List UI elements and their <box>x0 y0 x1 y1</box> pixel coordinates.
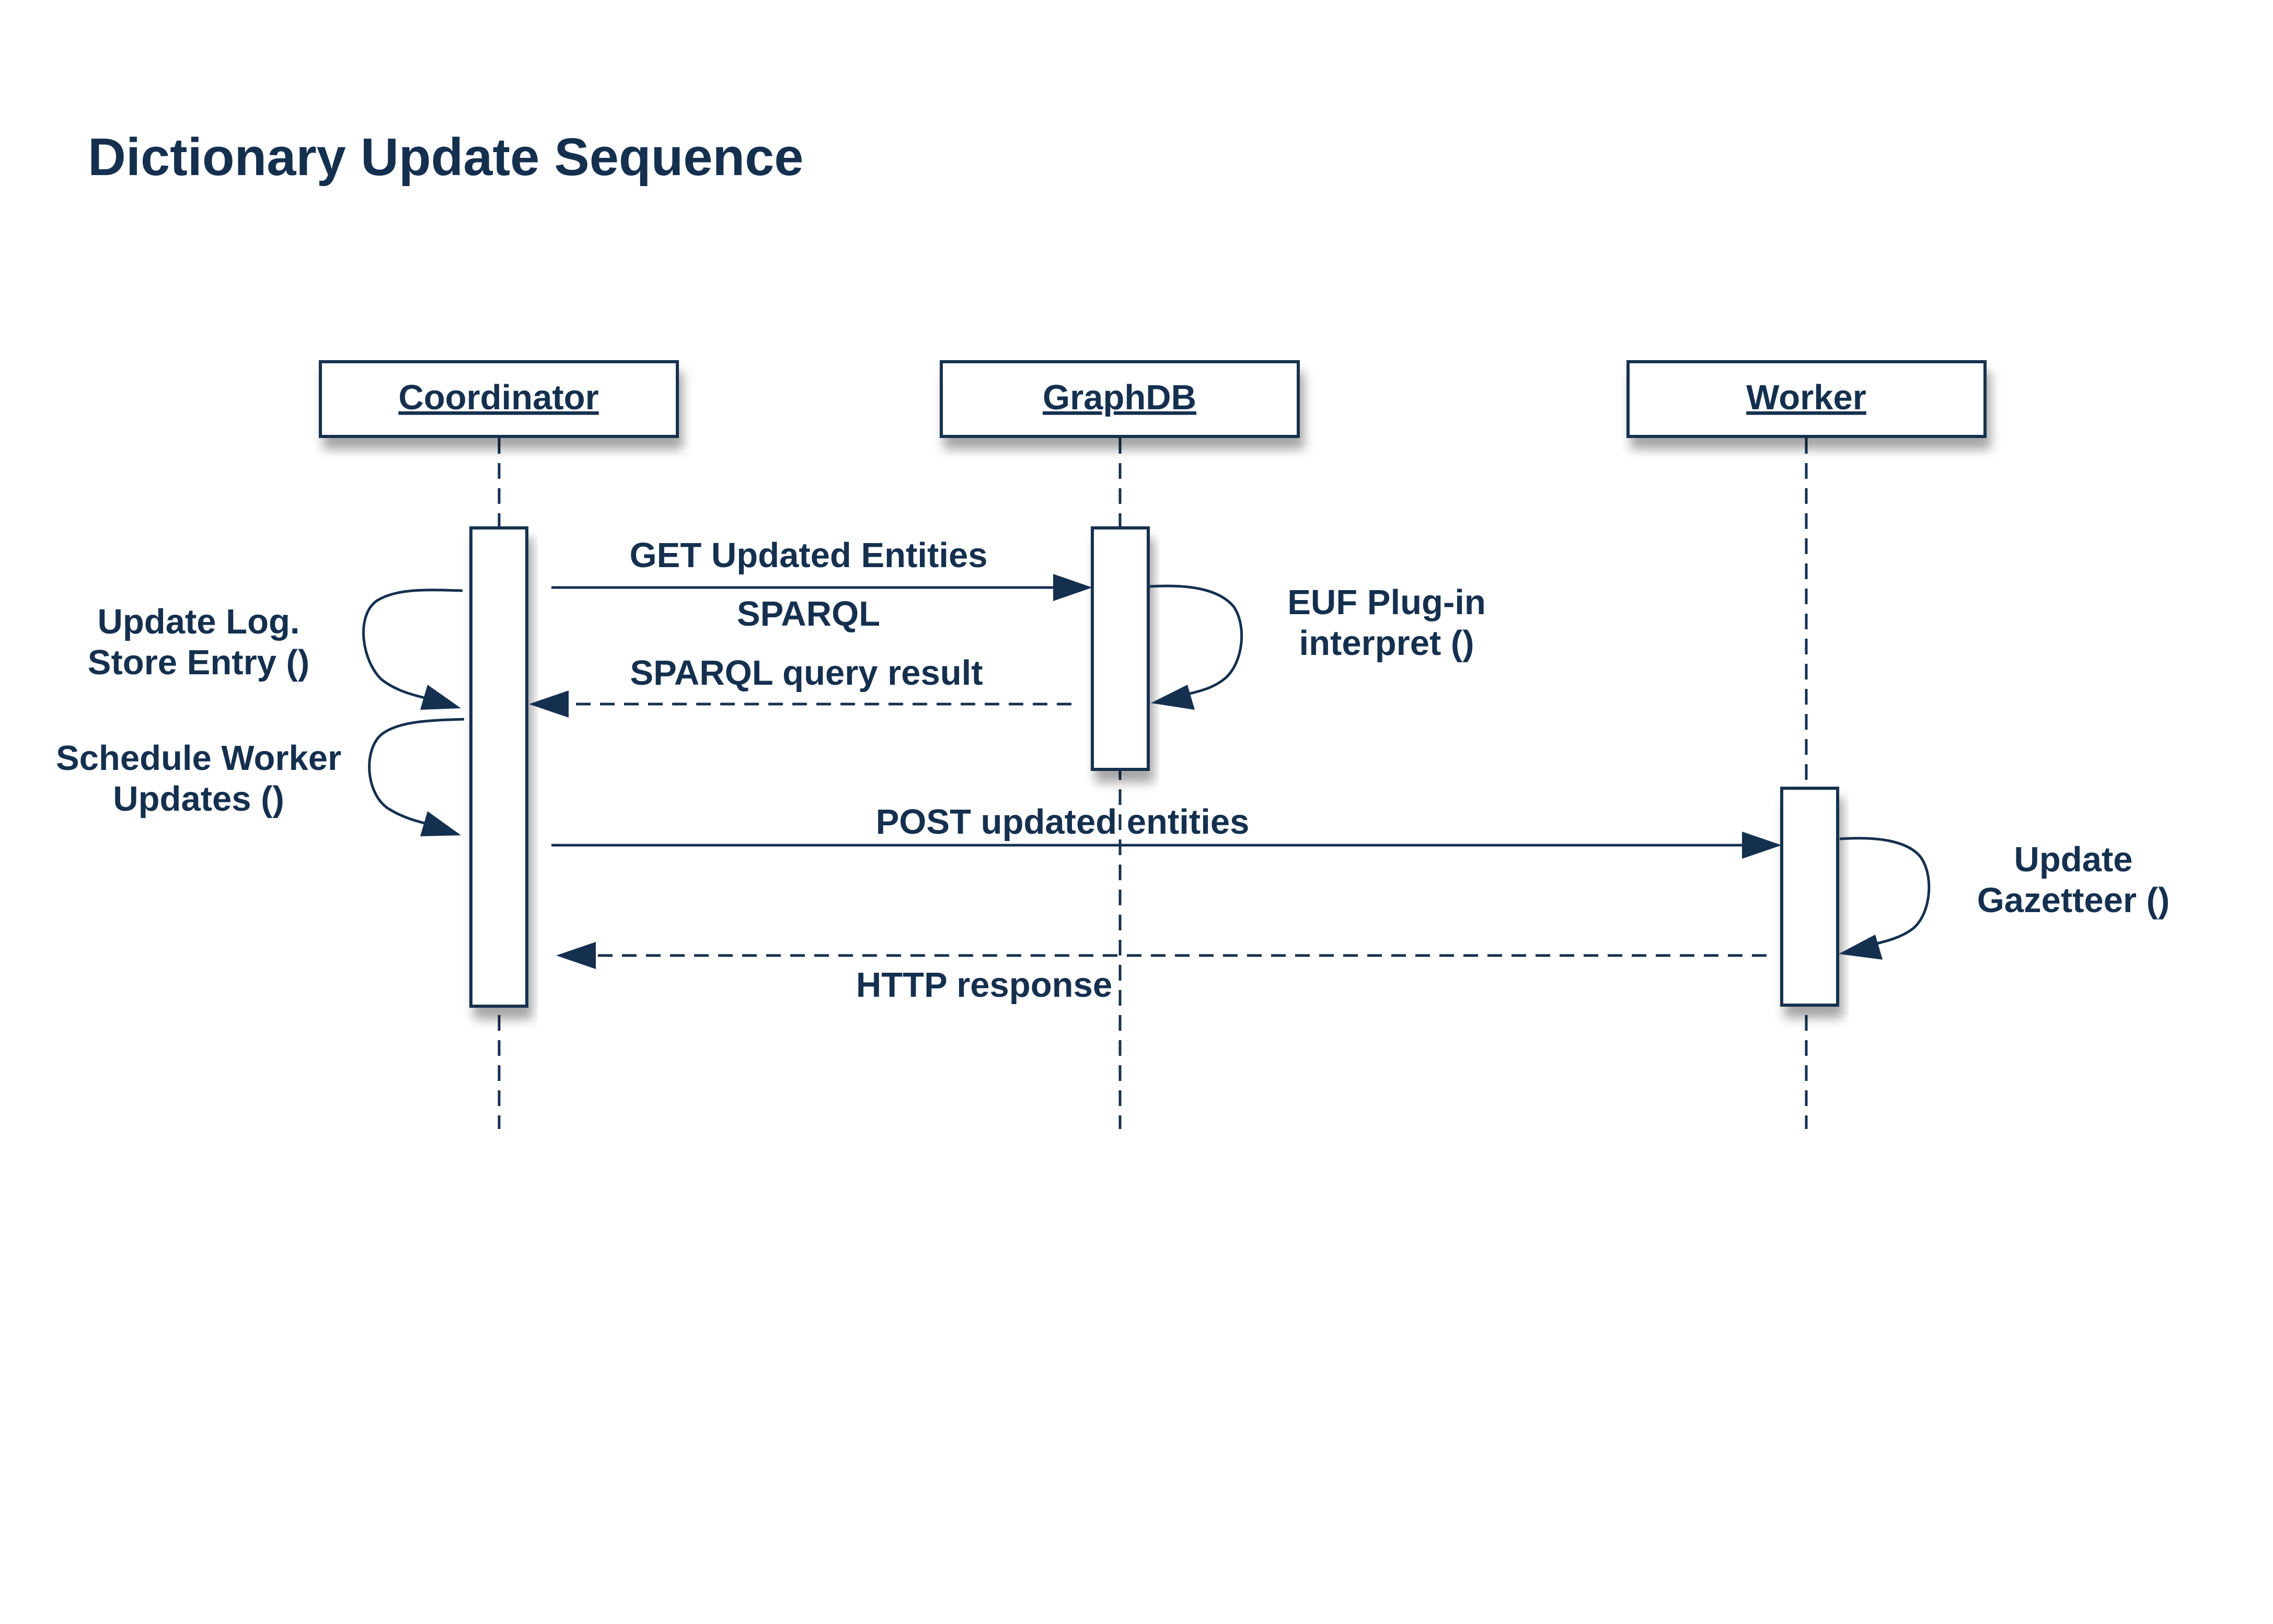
message-get-updated-entities <box>551 574 1092 601</box>
activation-coordinator <box>469 526 528 1008</box>
label-post-updated-entities: POST updated entities <box>876 802 1250 842</box>
participant-worker-label: Worker <box>1746 378 1866 417</box>
participant-graphdb: GraphDB <box>940 360 1300 438</box>
label-update-gazetteer-line2: Gazetteer () <box>1977 881 2170 920</box>
label-get-updated-entities: GET Updated Entities <box>630 536 988 575</box>
label-euf-plugin-line1: EUF Plug-in <box>1287 583 1486 622</box>
self-call-euf-plugin <box>1149 584 1243 710</box>
participant-worker: Worker <box>1626 360 1987 438</box>
label-update-log-line1: Update Log. <box>97 602 299 641</box>
message-post-updated-entities <box>551 832 1782 859</box>
participant-coordinator: Coordinator <box>319 360 679 438</box>
activation-graphdb <box>1091 526 1150 771</box>
label-schedule-worker-line2: Updates () <box>113 779 284 819</box>
participant-graphdb-label: GraphDB <box>1043 378 1196 417</box>
label-http-response: HTTP response <box>856 965 1112 1005</box>
label-sparql-query-result: SPARQL query result <box>630 653 983 693</box>
participant-coordinator-label: Coordinator <box>398 378 598 417</box>
label-update-gazetteer-line1: Update <box>2014 840 2132 879</box>
label-update-log-line2: Store Entry () <box>88 643 309 682</box>
activation-worker <box>1780 787 1839 1007</box>
diagram-title: Dictionary Update Sequence <box>88 128 803 187</box>
label-schedule-worker-line1: Schedule Worker <box>56 739 341 778</box>
label-euf-plugin-line2: interpret () <box>1299 624 1474 663</box>
message-http-response <box>556 942 1767 969</box>
self-call-update-gazetteer <box>1839 837 1931 960</box>
self-call-schedule-worker <box>368 718 465 836</box>
message-sparql-query-result <box>529 690 1071 718</box>
self-call-update-log <box>362 589 463 710</box>
label-sparql: SPARQL <box>737 594 880 634</box>
